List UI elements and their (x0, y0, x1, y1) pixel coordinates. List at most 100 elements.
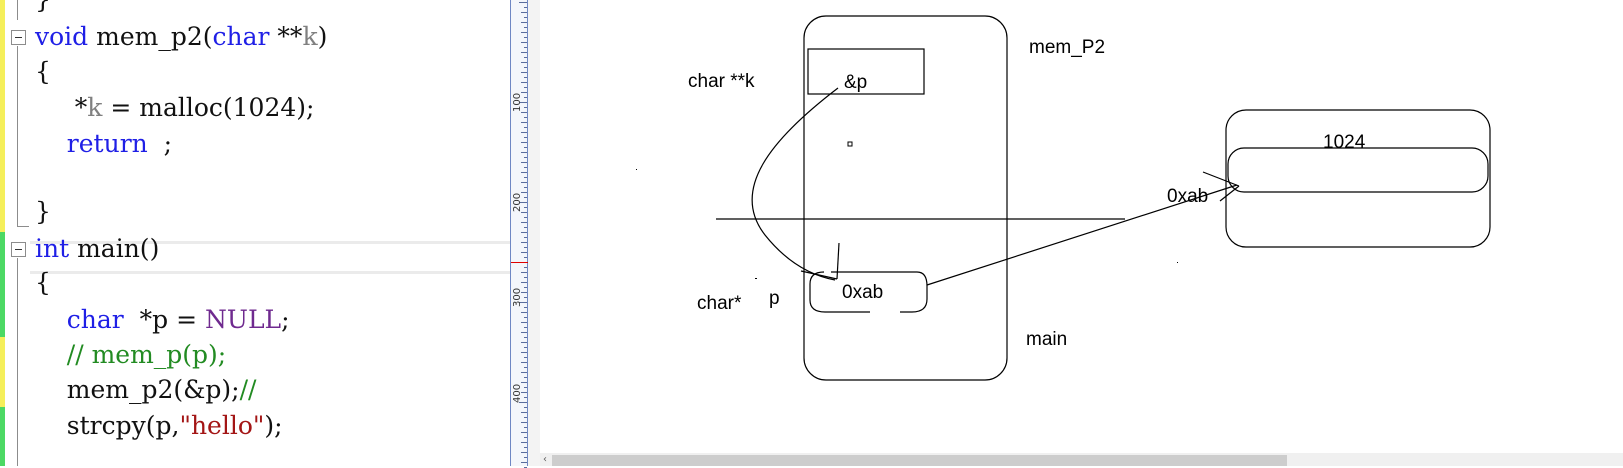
pointer-arrowhead (1219, 185, 1240, 202)
ruler-tick (524, 137, 527, 138)
code-token (35, 305, 67, 334)
ruler-tick (521, 272, 527, 273)
ruler-tick (524, 357, 527, 358)
pointer-arrowhead (800, 270, 838, 280)
code-line[interactable]: { (35, 54, 51, 90)
ruler-tick (521, 382, 527, 383)
ruler-tick (524, 67, 527, 68)
ruler-tick (521, 52, 527, 53)
ruler-tick (524, 37, 527, 38)
code-token: = malloc(1024); (102, 93, 315, 122)
code-token: * (35, 93, 88, 122)
code-token: k (87, 93, 103, 122)
code-line[interactable]: } (35, 0, 51, 18)
ruler-tick (521, 42, 527, 43)
ruler-tick (524, 197, 527, 198)
ruler-tick (521, 72, 527, 73)
code-line[interactable]: { (35, 265, 51, 301)
ruler-tick (521, 372, 527, 373)
fold-toggle-main[interactable] (11, 242, 26, 257)
ruler-tick (524, 27, 527, 28)
ruler-tick (524, 7, 527, 8)
ruler-tick (524, 17, 527, 18)
scrollbar-thumb[interactable] (552, 455, 1287, 466)
ruler-tick (521, 392, 527, 393)
ruler-tick (524, 447, 527, 448)
ruler-tick (524, 257, 527, 258)
ruler-tick (524, 267, 527, 268)
ruler-tick (521, 192, 527, 193)
ruler-tick (521, 332, 527, 333)
change-bar-modified (0, 232, 5, 337)
ruler-tick (521, 12, 527, 13)
stack-frame-box (803, 15, 1008, 381)
ruler-tick (524, 177, 527, 178)
ruler-tick (524, 417, 527, 418)
code-token: char (212, 22, 270, 51)
param-k-value: &p (844, 72, 868, 93)
pointer-curve-k-to-p (751, 87, 839, 281)
ruler-tick (524, 187, 527, 188)
ruler-tick (519, 102, 527, 103)
code-token: void (35, 22, 89, 51)
code-line[interactable]: *k = malloc(1024); (35, 90, 315, 126)
ruler-tick (521, 452, 527, 453)
ruler-tick (524, 397, 527, 398)
ruler-tick (524, 47, 527, 48)
fold-toggle-mem-p2[interactable] (11, 30, 26, 45)
heap-data-capsule (1227, 147, 1489, 193)
ruler-tick (521, 32, 527, 33)
code-line[interactable]: void mem_p2(char **k) (35, 19, 327, 55)
ruler-tick (524, 157, 527, 158)
scroll-left-arrow-icon[interactable]: ‹ (543, 454, 547, 465)
ruler-tick (524, 147, 527, 148)
ruler-tick (524, 367, 527, 368)
code-line[interactable]: mem_p2(&p);// (35, 372, 257, 408)
ruler-tick (524, 247, 527, 248)
code-line[interactable]: int main() (35, 231, 159, 267)
ruler-tick (524, 77, 527, 78)
horizontal-scrollbar[interactable]: ‹ (540, 453, 1623, 466)
code-editor[interactable]: }void mem_p2(char **k){ *k = malloc(1024… (0, 0, 527, 466)
code-line[interactable]: } (35, 194, 51, 230)
code-token: ; (281, 305, 290, 334)
fold-guide-line (17, 0, 18, 20)
ruler-tick (524, 337, 527, 338)
ruler-tick (524, 97, 527, 98)
local-p-box (809, 271, 928, 313)
ruler-tick (524, 237, 527, 238)
ruler-tick (521, 312, 527, 313)
ruler-tick (521, 412, 527, 413)
ruler-tick (524, 277, 527, 278)
drawing-canvas[interactable]: mem_P2 char **k &p 1024 0xab char* p 0xa… (540, 0, 1623, 453)
fold-guide-line (17, 226, 29, 227)
stray-dot (636, 169, 637, 170)
code-token: mem_p2(&p); (35, 375, 240, 404)
ruler-tick (521, 292, 527, 293)
frame-label-main: main (1026, 329, 1068, 350)
pointer-line-p-to-heap (926, 184, 1238, 286)
ruler-tick (524, 377, 527, 378)
code-token: strcpy(p, (35, 411, 180, 440)
ruler-tick (524, 317, 527, 318)
ruler-tick (524, 327, 527, 328)
code-token: ** (269, 22, 303, 51)
code-line[interactable]: strcpy(p,"hello"); (35, 408, 283, 444)
ruler-tick (521, 282, 527, 283)
heap-size-label: 1024 (1323, 132, 1366, 153)
ruler-tick (521, 122, 527, 123)
heap-block-box (1225, 109, 1491, 248)
ruler-tick (524, 207, 527, 208)
code-token: NULL (205, 305, 282, 334)
code-line[interactable]: return ; (35, 126, 172, 162)
ruler-tick (521, 252, 527, 253)
code-line[interactable]: // mem_p(p); (35, 337, 226, 373)
ruler-tick (524, 117, 527, 118)
ruler-tick (524, 87, 527, 88)
ruler-tick (521, 422, 527, 423)
fold-guide-line (17, 258, 18, 466)
code-line[interactable]: char *p = NULL; (35, 302, 290, 338)
param-k-type-label: char **k (688, 71, 755, 92)
ruler-tick (524, 387, 527, 388)
code-token: } (35, 0, 51, 14)
